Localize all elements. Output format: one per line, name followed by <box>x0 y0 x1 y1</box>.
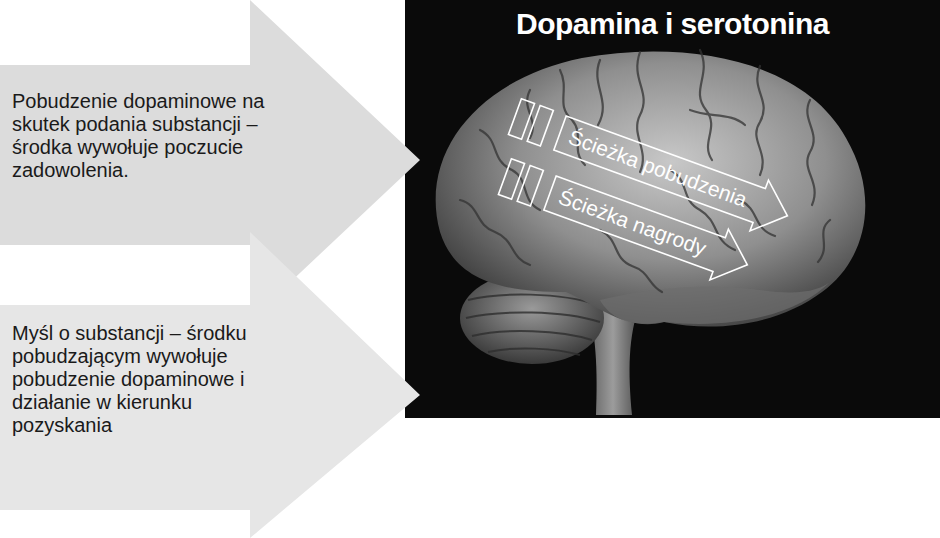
arrow-box: Myśl o substancji – środku pobudzającym … <box>0 232 420 538</box>
temporal-lobe <box>600 282 830 324</box>
cerebrum <box>436 52 866 327</box>
path-markers <box>498 159 543 206</box>
box-text: Myśl o substancji – środku pobudzającym … <box>12 322 284 437</box>
arrow-shape <box>551 108 797 242</box>
arrow-shape <box>0 0 420 320</box>
path-markers <box>508 99 553 146</box>
box-text: Pobudzenie dopaminowe na skutek podania … <box>12 90 317 182</box>
arrow-shape <box>0 232 420 538</box>
arrow-box: Pobudzenie dopaminowe na skutek podania … <box>0 0 420 320</box>
arrow-shape <box>541 168 757 291</box>
dark-panel <box>405 0 940 418</box>
panel-title: Dopamina i serotonina <box>405 6 940 42</box>
